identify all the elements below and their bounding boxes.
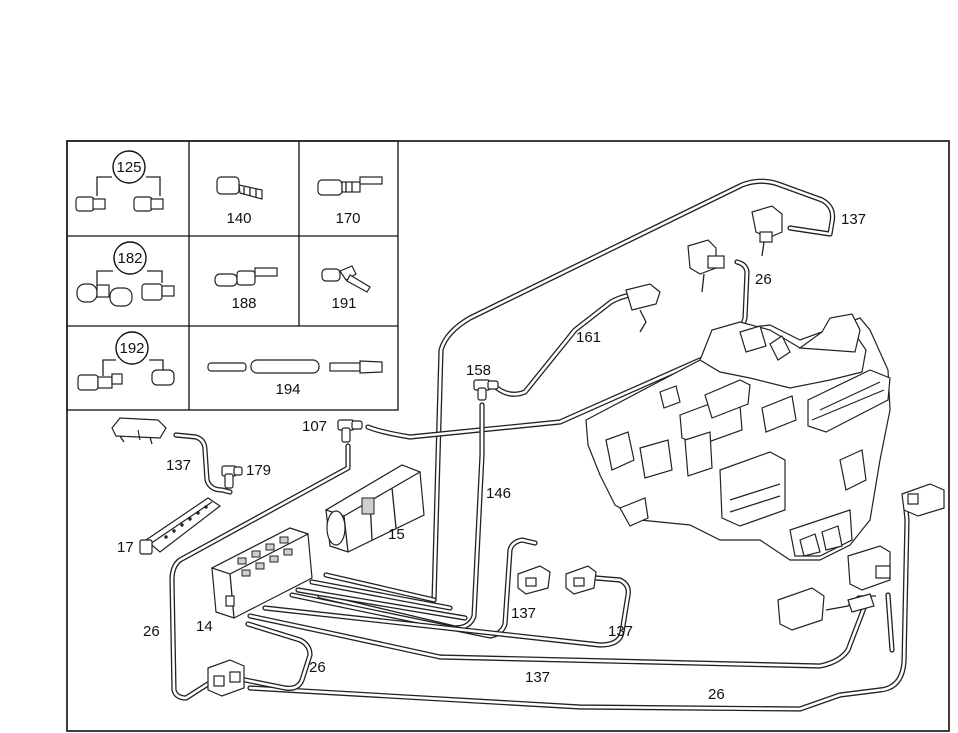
legend-cell-140 (216, 176, 263, 200)
diagram-frame (66, 140, 950, 732)
legend-label-140: 140 (226, 210, 251, 227)
callout-161: 161 (576, 329, 601, 346)
valve-26-top (687, 239, 725, 293)
callout-26-d: 26 (708, 686, 725, 703)
legend-cell-192 (77, 331, 175, 391)
module-15 (324, 464, 425, 553)
callout-26-b: 26 (143, 623, 160, 640)
valve-right-top (901, 483, 945, 517)
callout-15: 15 (388, 526, 405, 543)
valve-137-mid-a (517, 565, 551, 595)
valve-right-low (777, 587, 876, 631)
leader-lines (137, 429, 141, 441)
callout-137-c: 137 (511, 605, 536, 622)
vacuum-tubes (169, 178, 910, 712)
callout-158: 158 (466, 362, 491, 379)
legend-label-191: 191 (331, 295, 356, 312)
valve-26-bottom-left (207, 659, 245, 697)
callout-179: 179 (246, 462, 271, 479)
legend-cell-170 (317, 176, 383, 196)
hvac-housing (585, 313, 891, 561)
callout-26-c: 26 (309, 659, 326, 676)
valve-137-mid-b (565, 565, 597, 595)
valve-right-mid (847, 545, 891, 591)
callout-14: 14 (196, 618, 213, 635)
callout-137-d: 137 (608, 623, 633, 640)
legend-grid (66, 140, 399, 411)
bracket-left-top (111, 417, 167, 445)
legend-label-188: 188 (231, 295, 256, 312)
tee-179 (221, 465, 243, 489)
legend-cell-182 (76, 241, 175, 307)
legend-cell-194 (207, 359, 383, 374)
tee-107 (337, 419, 363, 443)
callout-137-e: 137 (525, 669, 550, 686)
callout-146: 146 (486, 485, 511, 502)
tee-158 (473, 379, 499, 401)
legend-cell-125 (75, 150, 164, 212)
legend-label-194: 194 (275, 381, 300, 398)
callout-107: 107 (302, 418, 327, 435)
switchover-valve-block-14 (210, 527, 313, 619)
legend-label-125: 125 (116, 159, 141, 176)
legend-cell-188 (214, 267, 278, 287)
callout-137-b: 137 (166, 457, 191, 474)
legend-label-182: 182 (117, 250, 142, 267)
valve-161 (625, 283, 661, 333)
connector-strip-17 (139, 497, 222, 555)
callout-17: 17 (117, 539, 134, 556)
legend-label-170: 170 (335, 210, 360, 227)
callout-26-a: 26 (755, 271, 772, 288)
valve-137-top (751, 205, 783, 257)
legend-cell-191 (321, 265, 371, 293)
legend-label-192: 192 (119, 340, 144, 357)
callout-137-a: 137 (841, 211, 866, 228)
